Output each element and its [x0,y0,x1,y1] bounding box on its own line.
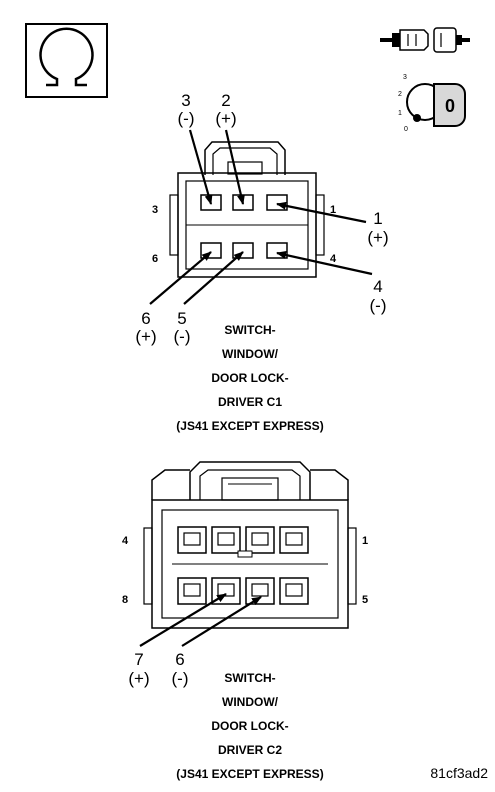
c1-callout-5: 5 (-) [174,251,244,346]
c1-callout-1: 1 (+) [276,201,389,247]
svg-text:SWITCH-: SWITCH- [224,323,275,337]
svg-text:2: 2 [221,91,230,110]
c1-side-label-bottom-left: 6 [152,253,158,265]
c2-cavity-3 [211,526,241,554]
c2-side-label-bottom-right: 5 [362,594,368,606]
svg-text:(+): (+) [135,327,156,346]
c1-callout-6: 6 (+) [135,251,212,346]
c1-cavity-6 [200,242,222,259]
svg-text:DRIVER C2: DRIVER C2 [218,743,282,757]
c1-side-label-top-right: 1 [330,204,336,216]
svg-text:DOOR LOCK-: DOOR LOCK- [211,371,288,385]
c2-callout-7: 7 (+) [128,593,227,688]
svg-text:6: 6 [141,309,150,328]
svg-text:(-): (-) [172,669,189,688]
svg-text:WINDOW/: WINDOW/ [222,695,279,709]
ohmmeter-icon [25,23,108,98]
connector-c2: 4 1 8 5 7 (+) 6 (-) SWITCH- WINDOW/ DOOR… [122,461,368,781]
ignition-key-icon: 3 2 1 0 0 [398,74,466,133]
c2-caption: SWITCH- WINDOW/ DOOR LOCK- DRIVER C2 (JS… [176,671,323,781]
svg-text:3: 3 [181,91,190,110]
svg-text:(+): (+) [128,669,149,688]
c1-callout-2: 2 (+) [215,91,245,205]
c1-side-label-bottom-right: 4 [330,253,337,265]
c1-callout-3: 3 (-) [178,91,213,205]
c2-side-label-top-right: 1 [362,535,368,547]
c1-callout-4: 4 (-) [276,251,387,315]
ignition-position-2: 2 [398,91,402,98]
svg-text:(-): (-) [370,296,387,315]
svg-text:(+): (+) [215,109,236,128]
svg-text:7: 7 [134,650,143,669]
svg-text:6: 6 [175,650,184,669]
svg-text:DRIVER C1: DRIVER C1 [218,395,282,409]
svg-text:DOOR LOCK-: DOOR LOCK- [211,719,288,733]
svg-text:SWITCH-: SWITCH- [224,671,275,685]
ignition-position-1: 1 [398,110,402,117]
figure-id: 81cf3ad2 [430,765,488,781]
ignition-position-0: 0 [404,126,408,133]
svg-text:1: 1 [373,209,382,228]
svg-text:(+): (+) [367,228,388,247]
c2-cavity-1 [279,526,309,554]
c1-cavity-1 [266,194,288,211]
c2-side-label-top-left: 4 [122,535,129,547]
ignition-position-3: 3 [403,74,407,81]
c2-cavity-8 [177,577,207,605]
c1-caption: SWITCH- WINDOW/ DOOR LOCK- DRIVER C1 (JS… [176,323,323,433]
c2-cavity-4 [177,526,207,554]
ignition-key-label: 0 [445,96,455,116]
c1-cavity-5 [232,242,254,259]
svg-text:(-): (-) [178,109,195,128]
c1-side-label-top-left: 3 [152,204,158,216]
c2-side-label-bottom-left: 8 [122,594,128,606]
connector-c1: 3 1 6 4 3 (-) 2 (+) 1 (+) 4 (-) 6 (+) [135,91,388,433]
c1-cavity-4 [266,242,288,259]
connector-disconnect-icon [380,27,470,53]
c2-cavity-5 [279,577,309,605]
svg-text:5: 5 [177,309,186,328]
svg-text:(-): (-) [174,327,191,346]
c2-cavity-2 [245,526,275,554]
svg-text:(JS41 EXCEPT EXPRESS): (JS41 EXCEPT EXPRESS) [176,767,323,781]
svg-text:(JS41 EXCEPT EXPRESS): (JS41 EXCEPT EXPRESS) [176,419,323,433]
svg-text:WINDOW/: WINDOW/ [222,347,279,361]
svg-text:4: 4 [373,277,382,296]
c2-callout-6: 6 (-) [172,596,262,688]
c2-cavity-6 [245,577,275,605]
